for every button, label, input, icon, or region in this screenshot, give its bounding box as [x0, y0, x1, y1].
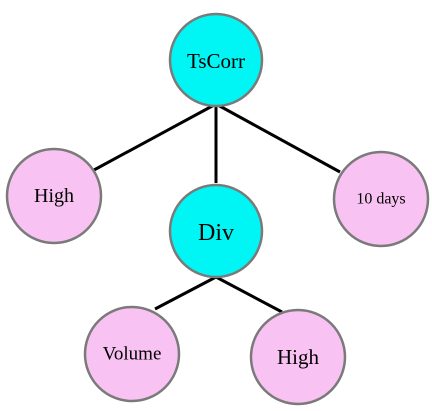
- node-10-days-circle: [332, 150, 430, 248]
- node-tscorr: TsCorr: [168, 12, 264, 108]
- node-10-days-label: 10 days: [356, 191, 405, 208]
- node-high-right-label: High: [277, 345, 320, 369]
- node-div: Div: [168, 183, 264, 279]
- node-volume-circle: [83, 305, 181, 403]
- node-high-left-label: High: [34, 185, 74, 207]
- node-volume: Volume: [83, 305, 181, 403]
- node-tscorr-label: TsCorr: [187, 49, 245, 73]
- node-high-right: High: [249, 308, 347, 406]
- node-volume-label: Volume: [103, 344, 162, 365]
- edge-tscorr-high: [93, 102, 217, 172]
- node-div-label: Div: [198, 220, 234, 246]
- node-high-left-circle: [5, 147, 103, 245]
- node-high-right-circle: [249, 308, 347, 406]
- node-10-days: 10 days: [332, 150, 430, 248]
- edge-tscorr-10days: [215, 102, 341, 174]
- node-high-left: High: [5, 147, 103, 245]
- edge-div-volume: [154, 275, 217, 311]
- node-tscorr-circle: [168, 12, 264, 108]
- edge-div-high: [215, 275, 283, 314]
- node-div-circle: [168, 183, 264, 279]
